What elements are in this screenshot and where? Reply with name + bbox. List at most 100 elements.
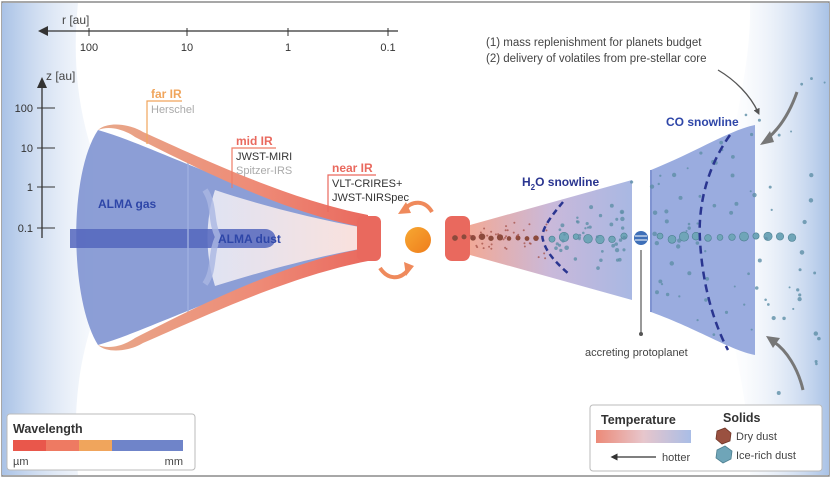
ice-dust-dot — [620, 216, 625, 222]
co-snowline-label: CO snowline — [666, 115, 739, 129]
ice-dust-dot — [658, 279, 663, 284]
left-envelope — [2, 3, 135, 475]
ice-dust-dot — [609, 203, 614, 208]
mid-ir-bracket — [231, 147, 276, 188]
ice-dust-dot — [719, 140, 724, 145]
near-ir-label: near IR — [332, 161, 373, 175]
alma-dust-label: ALMA dust — [218, 232, 281, 246]
ice-dust-dot — [585, 221, 589, 226]
ice-dust-dot — [814, 359, 818, 364]
alma-dust-region — [70, 229, 276, 248]
ice-dust-dot — [554, 246, 558, 250]
ice-dust-dot — [815, 362, 818, 366]
ice-dust-dot — [696, 222, 699, 225]
ice-dust-dot — [776, 391, 781, 396]
dry-dust-grain — [452, 235, 458, 241]
ice-dust-dot — [734, 201, 739, 206]
ice-dust-dot — [618, 238, 623, 242]
ice-dust-dot — [588, 225, 592, 229]
ice-dust-dot — [798, 293, 802, 297]
ice-dust-dot — [596, 266, 600, 270]
ice-dust-dot — [652, 210, 658, 215]
co-snowline — [698, 134, 732, 351]
ice-dust-dot — [729, 210, 734, 215]
dust-particles — [452, 77, 826, 396]
ice-dust-dot — [792, 307, 795, 311]
ice-dust-grain — [608, 235, 616, 243]
ice-dust-dot — [695, 241, 700, 245]
ice-dust-dot — [823, 81, 826, 84]
ice-dust-dot — [757, 118, 761, 122]
ice-dust-dot — [764, 298, 767, 302]
note-1: (1) mass replenishment for planets budge… — [486, 37, 702, 49]
dry-dust-dot — [497, 233, 500, 236]
r-axis-label: r [au] — [62, 13, 89, 27]
far-ir-bracket — [146, 100, 182, 144]
ice-dust-dot — [649, 184, 655, 189]
ice-dust-dot — [788, 286, 791, 289]
r-tick-0-1: 0.1 — [380, 42, 395, 54]
dry-dust-dot — [528, 242, 531, 245]
dry-dust-dot — [490, 230, 493, 233]
z-tick-100: 100 — [15, 103, 33, 115]
ice-dust-dot — [768, 185, 772, 189]
ice-dust-dot — [609, 222, 614, 227]
wavelength-legend: Wavelength µm mm — [6, 413, 196, 471]
ice-dust-grain — [548, 235, 556, 243]
ice-dust-dot — [782, 316, 786, 321]
note-pointer — [717, 69, 760, 115]
mid-ir-instrument-1: JWST-MIRI — [236, 151, 292, 163]
ice-dust-dot — [654, 240, 660, 246]
dry-dust-dot — [517, 233, 520, 236]
ice-dust-dot — [800, 82, 804, 86]
wavelength-legend-left: µm — [13, 456, 29, 468]
ice-dust-dot — [589, 205, 594, 210]
ice-dust-dot — [652, 231, 657, 237]
ice-dust-dot — [704, 249, 707, 253]
dry-dust-dot — [476, 246, 479, 249]
near-ir-instrument-1: VLT-CRIRES+ — [332, 178, 402, 190]
ice-dust-dot — [744, 113, 748, 117]
ice-dust-dot — [677, 238, 682, 243]
ice-dust-dot — [790, 130, 793, 133]
ice-dust-grain — [679, 231, 689, 242]
ice-dust-dot — [676, 244, 681, 249]
ice-dust-dot — [630, 180, 634, 184]
solids-legend-title: Solids — [723, 411, 761, 425]
ice-dust-dot — [724, 310, 729, 314]
ice-dust-dot — [754, 286, 759, 290]
accretion-arrowhead-top — [398, 202, 411, 214]
ice-dust-dot — [813, 271, 817, 275]
ice-dust-dot — [699, 151, 703, 155]
dry-dust-dot — [505, 235, 508, 238]
ice-dust-dot — [622, 248, 626, 252]
ice-dust-dot — [712, 333, 716, 337]
ice-dust-dot — [660, 283, 664, 286]
ice-dust-dot — [749, 190, 752, 193]
ice-dust-dot — [704, 298, 708, 302]
ice-dust-grain — [787, 233, 797, 242]
ice-dust-dot — [764, 237, 768, 241]
dry-dust-dot — [515, 235, 518, 238]
wavelength-swatch-mid-ir — [46, 440, 79, 451]
ice-dust-dot — [622, 235, 627, 240]
ice-dust-dot — [747, 272, 750, 276]
ice-dust-dot — [750, 328, 753, 331]
temperature-gradient-bar — [596, 430, 691, 443]
ice-dust-dot — [615, 217, 619, 221]
dry-dust-dot — [537, 256, 540, 259]
wavelength-swatch-far-ir — [79, 440, 112, 451]
ice-dust-grain — [739, 231, 749, 242]
ice-dust-dot — [664, 209, 669, 214]
ice-dust-dot — [560, 223, 565, 228]
dry-dust-dot — [528, 223, 531, 226]
dry-dust-grain — [506, 236, 512, 241]
dry-dust-dot — [504, 229, 507, 232]
dry-dust-dot — [481, 242, 484, 245]
dry-dust-grain — [496, 234, 504, 241]
ice-dust-dot — [611, 243, 616, 248]
ice-dust-dot — [578, 233, 582, 237]
ice-dust-dot — [771, 315, 776, 321]
